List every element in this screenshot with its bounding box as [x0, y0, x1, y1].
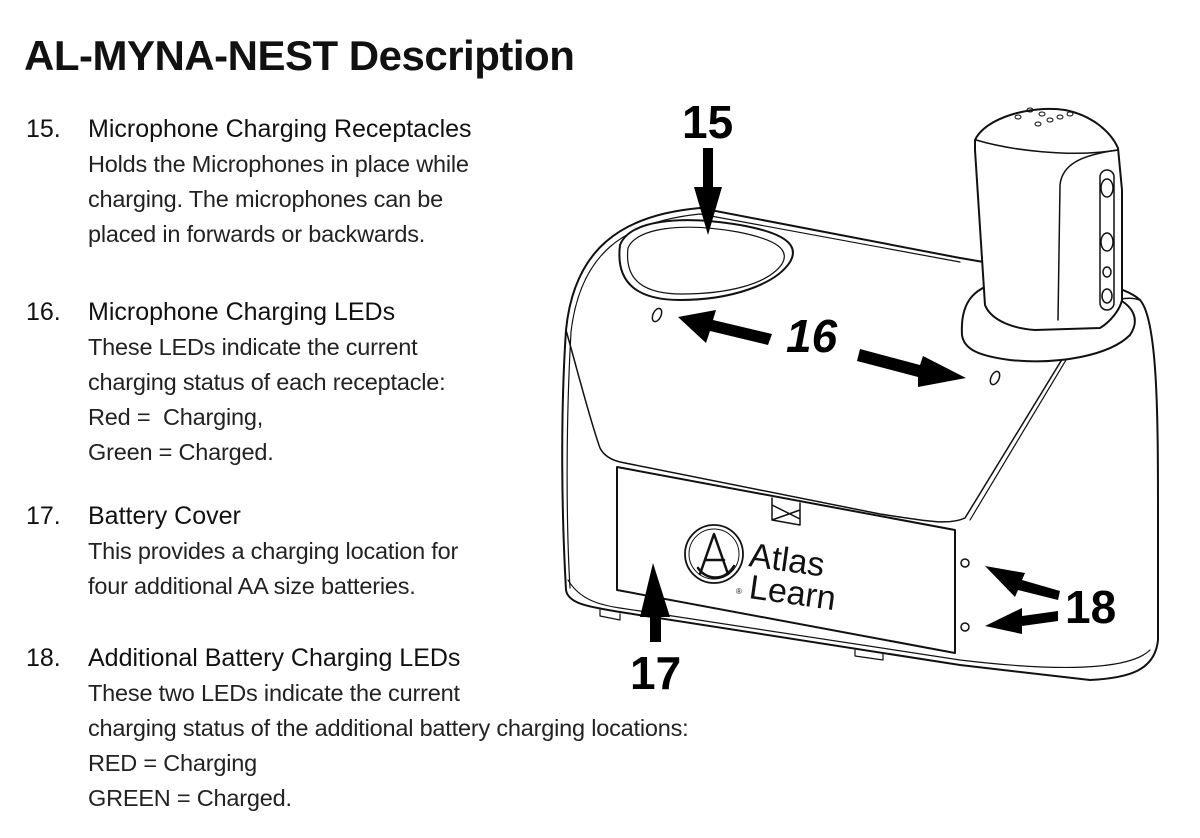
item-body-line: charging. The microphones can be [88, 186, 444, 212]
arrow-17-icon [640, 563, 670, 642]
item-body-line: GREEN = Charged. [88, 785, 292, 811]
item-body: Holds the Microphones in place while cha… [88, 147, 469, 252]
callout-label-17: 17 [630, 647, 682, 699]
arrow-16-right-icon [857, 349, 966, 387]
arrow-18-top-icon [985, 566, 1060, 600]
item-body: These LEDs indicate the current charging… [88, 330, 446, 470]
microphone-receptacle [618, 219, 794, 301]
item-body-line: Green = Charged. [88, 439, 274, 465]
item-body-line: charging status of each receptacle: [88, 369, 446, 395]
callout-label-15: 15 [682, 96, 734, 148]
registered-mark: ® [736, 587, 742, 596]
item-body: This provides a charging location for fo… [88, 534, 458, 604]
product-illustration: Atlas Learn ® [561, 107, 1159, 681]
item-number: 17. [26, 502, 61, 530]
item-heading: Microphone Charging LEDs [88, 298, 396, 326]
callout-label-16: 16 [786, 310, 838, 362]
item-number: 15. [26, 115, 61, 143]
callout-arrows [640, 148, 1060, 642]
item-body-line: RED = Charging [88, 750, 257, 776]
microphone-led-right [989, 370, 1001, 386]
callout-label-18: 18 [1065, 581, 1117, 633]
item-number: 16. [26, 298, 61, 326]
item-number: 18. [26, 644, 61, 672]
item-heading: Microphone Charging Receptacles [88, 115, 472, 143]
arrow-16-left-icon [678, 310, 772, 345]
arrow-15-icon [694, 148, 722, 235]
item-body-line: Red = Charging, [88, 404, 264, 430]
item-body-line: These two LEDs indicate the current [88, 680, 460, 706]
arrow-18-bottom-icon [985, 608, 1058, 634]
atlas-learn-logo: Atlas Learn ® [684, 524, 838, 618]
item-body-line: These LEDs indicate the current [88, 334, 418, 360]
battery-cover [616, 466, 956, 654]
microphone [960, 107, 1136, 363]
item-heading: Battery Cover [88, 502, 241, 530]
item-body-line: four additional AA size batteries. [88, 573, 416, 599]
item-body-line: placed in forwards or backwards. [88, 221, 426, 247]
battery-led-bottom [960, 622, 970, 632]
item-heading: Additional Battery Charging LEDs [88, 644, 461, 672]
item-body-line: This provides a charging location for [88, 538, 459, 564]
page-title: AL-MYNA-NEST Description [24, 32, 575, 79]
microphone-led-left [651, 307, 663, 323]
item-body-line: Holds the Microphones in place while [88, 151, 469, 177]
item-body: These two LEDs indicate the current char… [88, 676, 689, 816]
battery-led-top [960, 558, 970, 568]
item-body-line: charging status of the additional batter… [88, 715, 689, 741]
